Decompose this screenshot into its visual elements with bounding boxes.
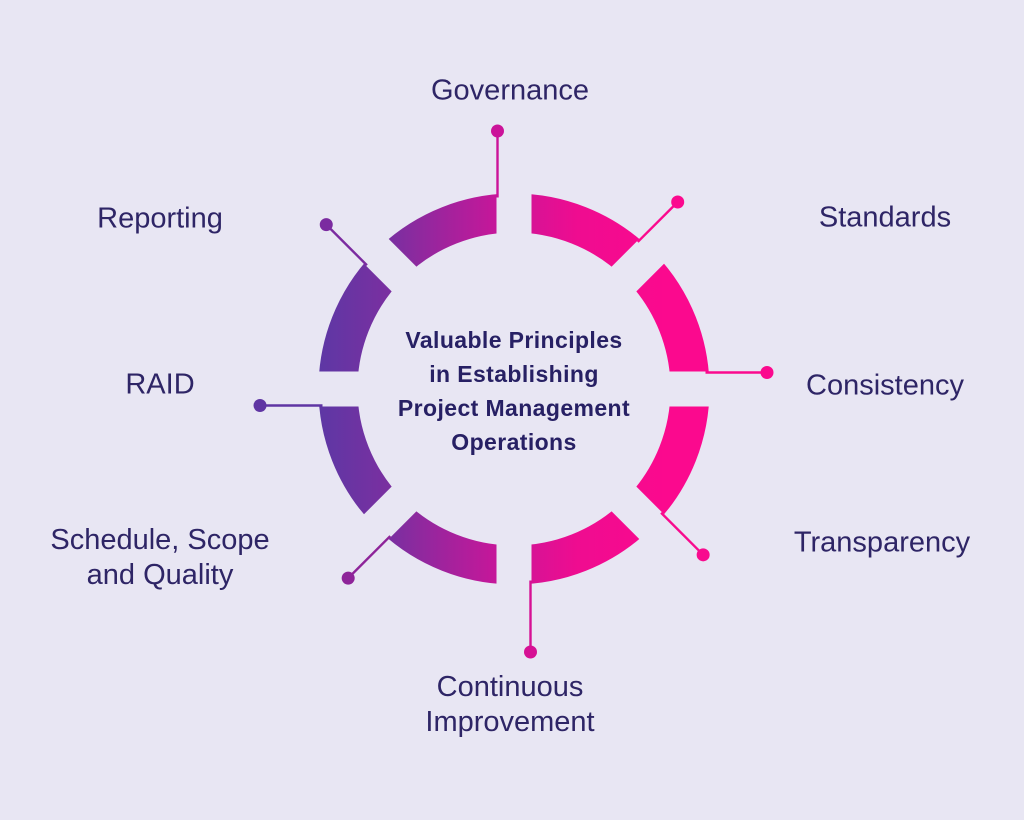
label-consistency: Consistency	[806, 369, 964, 402]
label-reporting: Reporting	[97, 202, 223, 235]
spoke-group-consistency	[650, 366, 774, 407]
diagram-title-line: in Establishing	[429, 361, 599, 387]
spoke-group-governance	[491, 124, 532, 253]
leader-dot	[319, 218, 333, 232]
spoke-group-reporting	[319, 218, 430, 305]
gap-cut	[349, 473, 430, 554]
leader-line	[636, 201, 679, 243]
leader-dot	[491, 124, 504, 138]
leader-dot	[341, 571, 355, 585]
label-schedule-scope-quality: Schedule, Scope and Quality	[50, 524, 270, 591]
diagram-title-line: Project Management	[397, 395, 631, 421]
label-continuous-improvement: Continuous Improvement	[425, 671, 595, 738]
diagram-title-line: Valuable Principles	[405, 327, 623, 353]
gap-cut	[650, 371, 730, 407]
gap-cut	[496, 173, 532, 253]
gap-cut	[298, 371, 378, 407]
leader-dot	[760, 366, 774, 379]
spoke-group-transparency	[598, 473, 710, 562]
leader-dot	[696, 548, 710, 562]
label-standards: Standards	[818, 201, 952, 234]
spoke-group-raid	[253, 371, 378, 412]
spoke-group-continuous-improvement	[496, 525, 537, 659]
leader-dot	[253, 399, 267, 412]
gap-cut	[496, 525, 532, 605]
leader-line	[325, 223, 368, 267]
label-raid: RAID	[125, 368, 195, 401]
label-governance: Governance	[431, 74, 589, 107]
leader-dot	[671, 195, 685, 209]
spoke-group-standards	[598, 195, 685, 305]
diagram-title-line: Operations	[451, 429, 577, 455]
leader-line	[660, 511, 704, 556]
gap-cut	[349, 224, 430, 305]
gap-cut	[598, 473, 679, 554]
leader-dot	[524, 645, 537, 659]
spoke-group-schedule-scope-quality	[341, 473, 430, 585]
gap-cut	[598, 224, 679, 305]
label-transparency: Transparency	[793, 526, 971, 559]
leader-line	[347, 535, 392, 579]
diagram-title: Valuable Principles in Establishing Proj…	[364, 323, 664, 459]
